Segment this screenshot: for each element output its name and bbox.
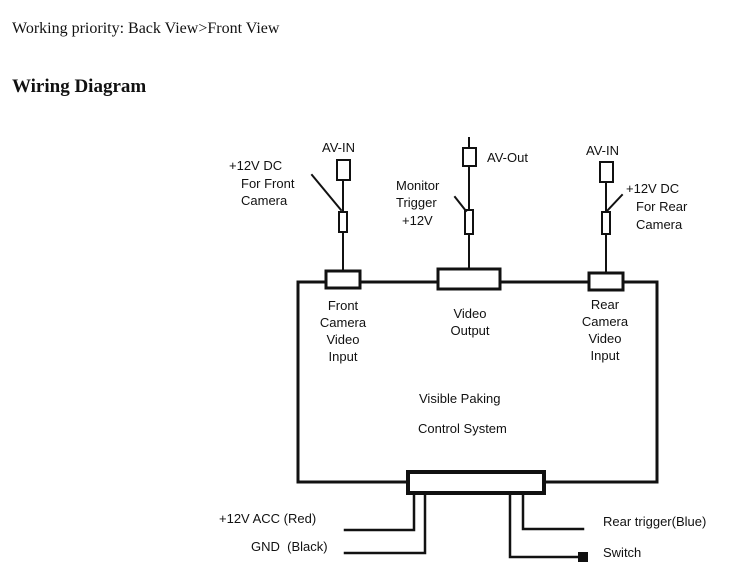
front-power-label: Camera [241,193,288,208]
front-port-label: Video [326,332,359,347]
monitor-trigger-label: +12V [402,213,433,228]
acc-wire-label: +12V ACC (Red) [219,511,316,526]
rear-camera-port [587,271,625,292]
monitor-trigger-label: Monitor [396,178,440,193]
rear-port-label: Rear [591,297,620,312]
front-inline-connector [338,211,348,233]
section-title: Wiring Diagram [12,76,147,97]
monitor-trigger-lead [453,195,468,213]
av-out-plug [462,147,477,167]
front-power-lead [310,173,343,212]
rear-av-in-plug [599,161,614,183]
system-label: Visible Paking [419,391,500,406]
rear-port-label: Camera [582,314,629,329]
front-port-label: Input [329,349,358,364]
rear-trigger-wire-label: Rear trigger(Blue) [603,514,706,529]
rear-power-label: Camera [636,217,683,232]
av-out-label: AV-Out [487,150,528,165]
front-camera-port [324,269,362,290]
rear-power-label: +12V DC [626,181,679,196]
working-priority-text: Working priority: Back View>Front View [12,20,280,37]
gnd-wire-label: GND (Black) [251,539,328,554]
front-port-label: Camera [320,315,367,330]
video-output-port-label: Output [450,323,489,338]
rear-trigger-wire [521,491,585,531]
harness-connector [406,470,546,495]
switch-terminal [578,552,588,562]
monitor-trigger-label: Trigger [396,195,437,210]
rear-power-lead [605,193,624,213]
switch-wire [508,491,582,559]
rear-av-in-label: AV-IN [586,143,619,158]
rear-inline-connector [601,211,611,235]
acc-wire [343,491,416,532]
system-label: Control System [418,421,507,436]
front-power-label: +12V DC [229,158,282,173]
front-port-label: Front [328,298,359,313]
front-power-label: For Front [241,176,295,191]
switch-wire-label: Switch [603,545,641,560]
rear-port-label: Video [588,331,621,346]
video-output-port-label: Video [453,306,486,321]
rear-port-label: Input [591,348,620,363]
video-output-port [436,267,502,291]
video-inline-connector [464,209,474,235]
rear-power-label: For Rear [636,199,688,214]
gnd-wire [343,491,427,555]
front-av-in-plug [336,159,351,181]
control-box-outline [296,280,659,484]
front-av-in-label: AV-IN [322,140,355,155]
